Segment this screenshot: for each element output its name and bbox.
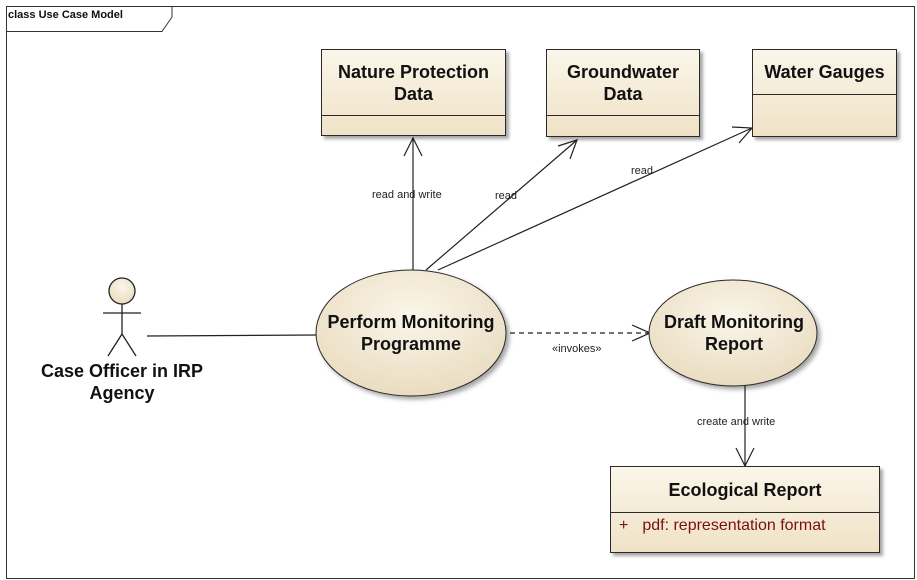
class-attribute-row: + pdf: representation format [611,513,879,539]
usecase-perform-monitoring-shape[interactable] [315,269,507,397]
edge-read-groundwater [425,139,578,271]
label-invokes: «invokes» [552,343,602,355]
label-create-and-write: create and write [697,416,776,428]
class-name: Nature Protection Data [322,50,505,116]
usecase-perform-monitoring-label: Perform Monitoring Programme [327,312,495,354]
actor-name: Case Officer in IRP Agency [40,361,204,403]
arrowhead-nature [403,136,423,157]
class-name: Ecological Report [611,467,879,513]
attribute-visibility: + [619,517,629,534]
association-actor-usecase [146,334,319,337]
class-groundwater-data[interactable]: Groundwater Data [546,49,700,137]
class-name: Groundwater Data [547,50,699,116]
arrowhead-groundwater [557,139,578,160]
label-read-and-write: read and write [372,189,442,201]
actor-figure[interactable] [103,277,141,357]
usecase-draft-report-shape[interactable] [648,279,818,387]
class-ecological-report[interactable]: Ecological Report + pdf: representation f… [610,466,880,553]
label-read-gauges: read [631,165,654,177]
class-name: Water Gauges [753,50,896,95]
usecase-draft-report-label: Draft Monitoring Report [664,312,804,354]
frame-title-tab [6,6,173,32]
edge-read-gauges [437,127,753,271]
diagram-frame [6,6,915,579]
class-nature-protection-data[interactable]: Nature Protection Data [321,49,506,136]
label-read-groundwater: read [495,190,518,202]
frame-title: class Use Case Model [8,9,123,21]
class-water-gauges[interactable]: Water Gauges [752,49,897,137]
attribute-text: pdf: representation format [642,517,826,534]
